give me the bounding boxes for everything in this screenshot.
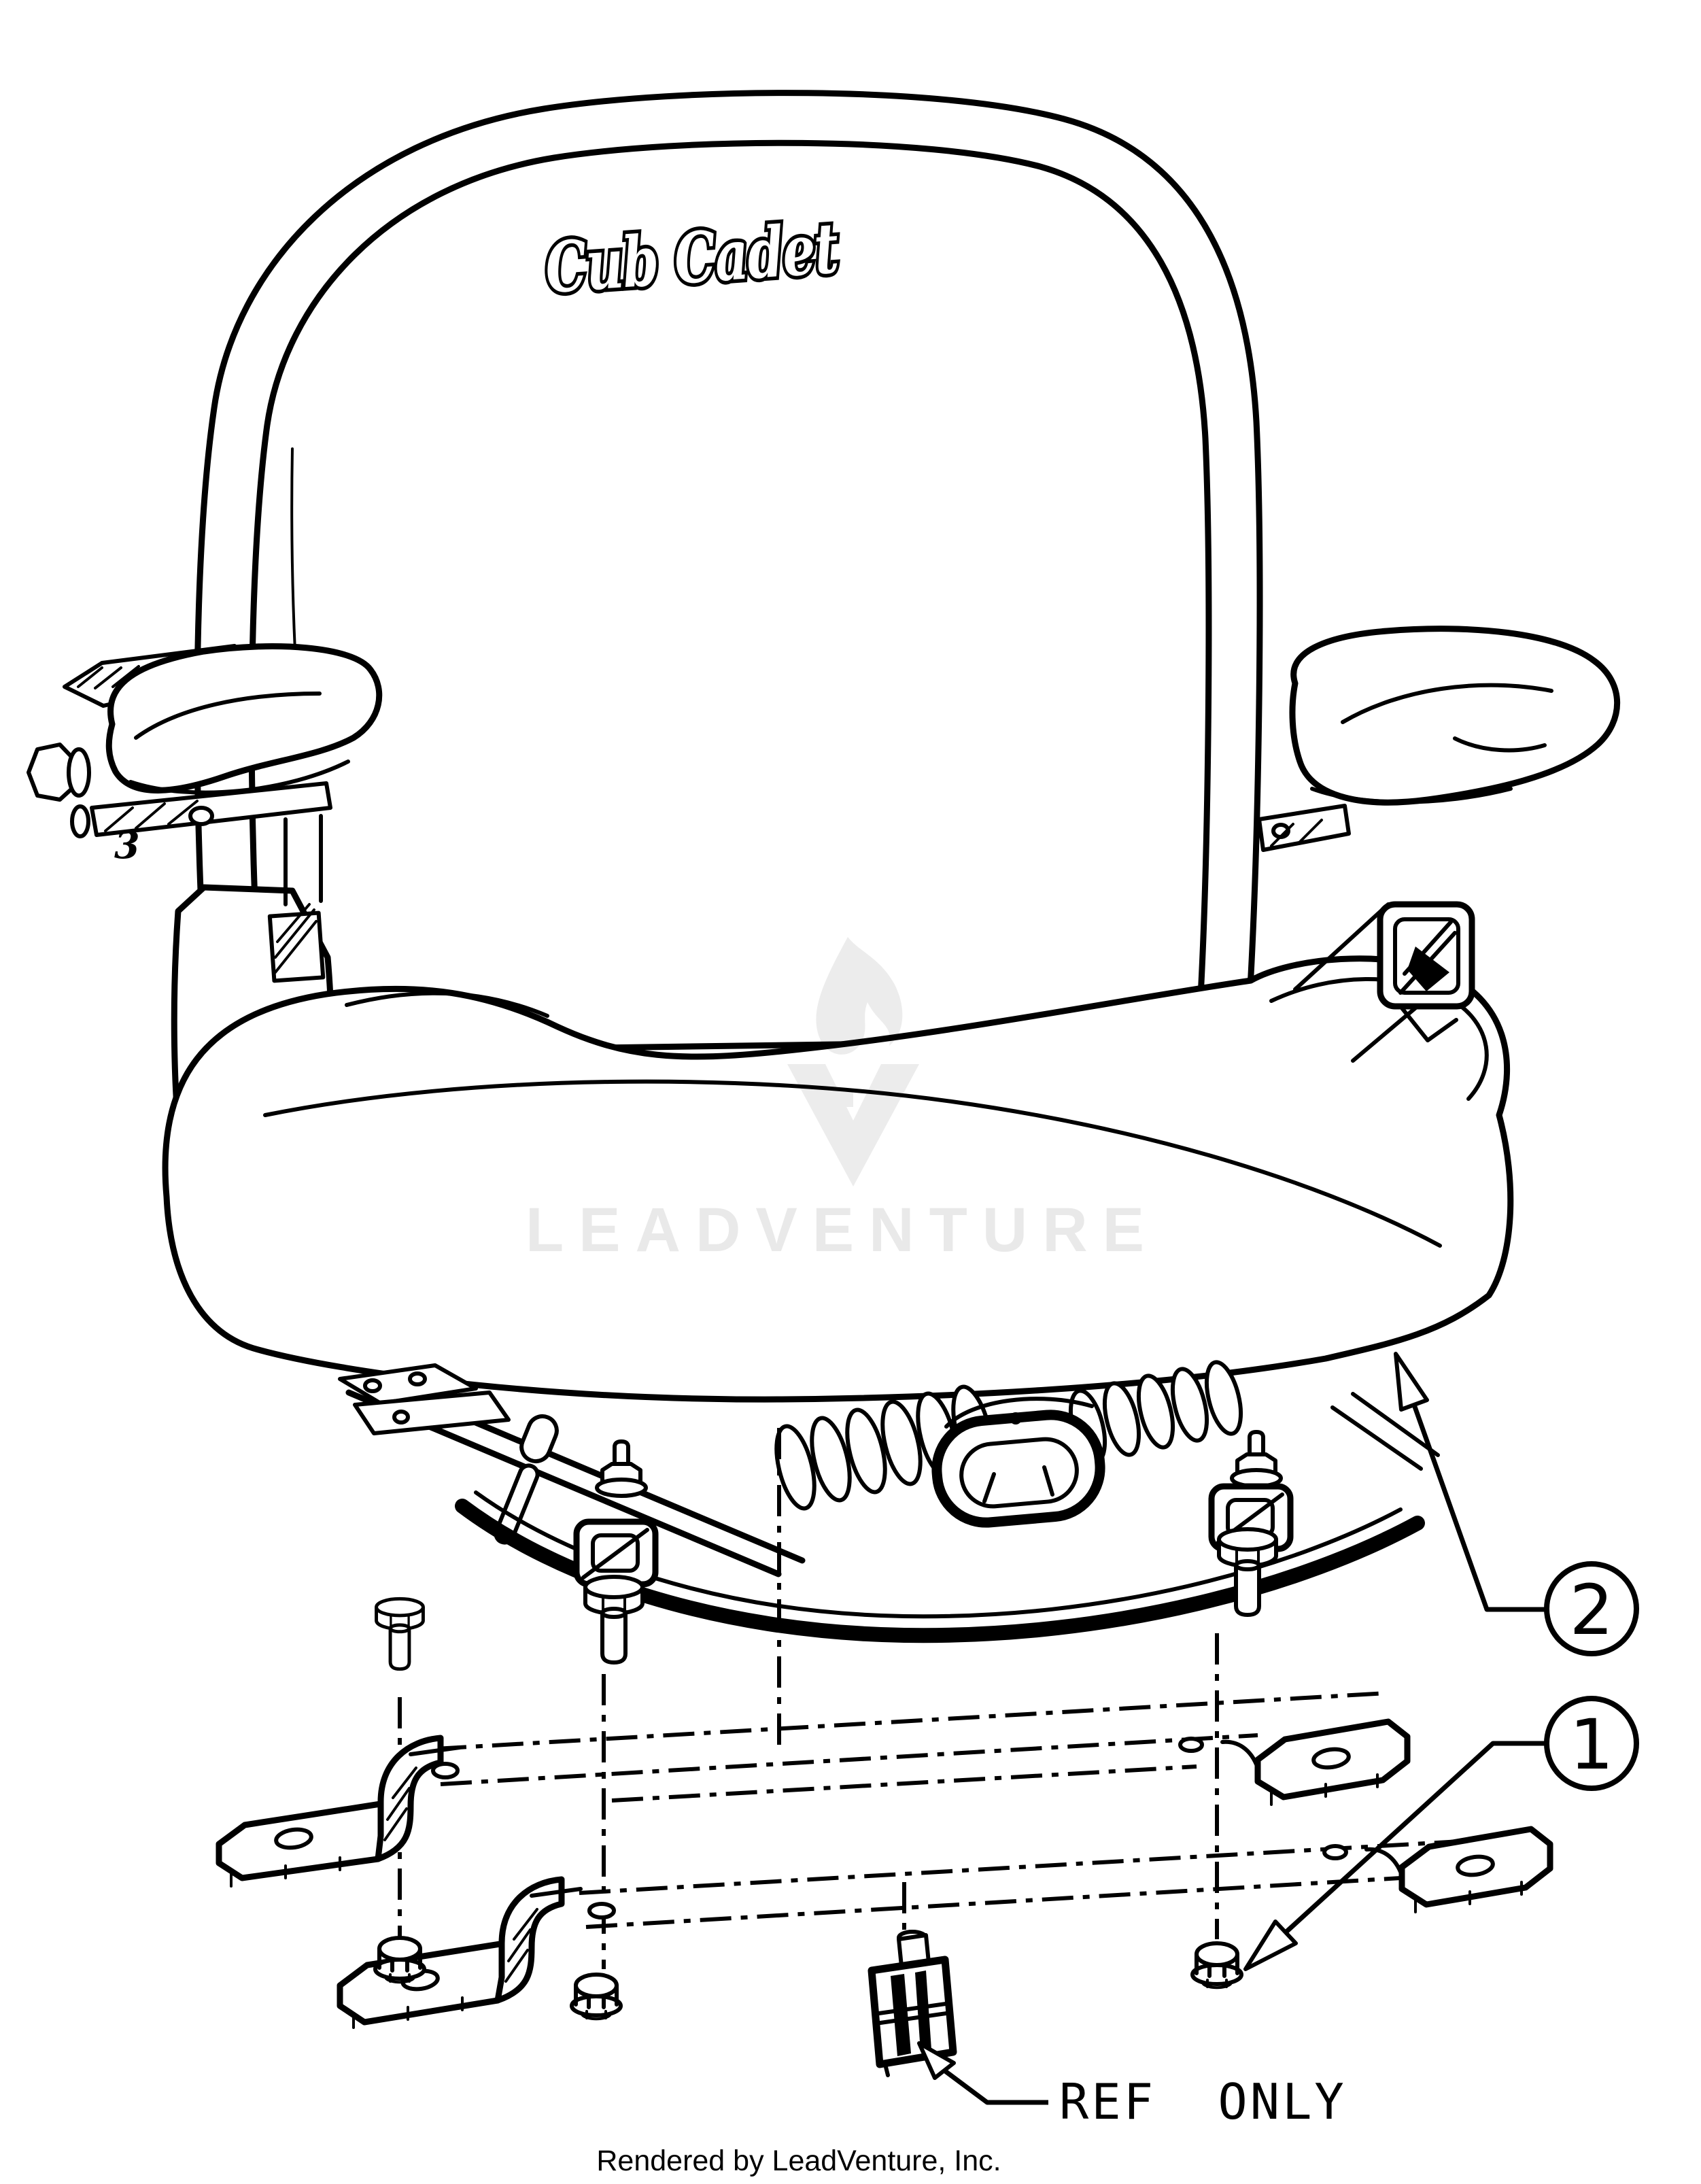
callout-2-number: 2 [1570,1570,1614,1651]
callout-2[interactable]: 2 [1394,1352,1639,1656]
armrest-cast-marking: 3 [114,823,140,867]
flange-nut-center [572,1975,621,2019]
watermark: LEADVENTURE [526,937,1159,1265]
mounting-bracket-rear [216,1691,1411,1888]
callout-1-number: 1 [1570,1705,1614,1786]
left-armrest-bolt [27,743,91,838]
front-bracket-left-flange [337,1940,527,2029]
rear-bracket-left-flange [216,1800,406,1888]
slider-tab-upper [267,903,326,983]
right-armrest [1257,626,1621,852]
right-rail [1330,1392,1440,1471]
callout-1[interactable]: 1 [1243,1696,1639,1971]
left-rail [338,1363,806,1577]
front-bracket-left-step [494,1876,565,2004]
callout-2-balloon[interactable] [1544,1561,1639,1656]
ref-only-callout: REF ONLY [917,2041,1347,2130]
seat-tilt-lever [494,1414,559,1545]
left-armrest: 3 [27,643,383,867]
callout-1-arrow [1243,1919,1298,1971]
carriage-bolt-right [1232,1432,1281,1486]
left-armrest-pad [105,643,383,794]
seat-switch [867,1930,957,2077]
leadventure-v-icon-inner [813,1089,853,1107]
right-armrest-mount-bracket [1257,804,1351,852]
rear-bracket-right-flange [1254,1718,1411,1806]
seat-latch-handle [931,1397,1105,1528]
footer-credit: Rendered by LeadVenture, Inc. [596,2145,1001,2177]
mount-stud-left [377,1599,424,1669]
mount-stud-center [585,1577,642,1662]
watermark-text: LEADVENTURE [526,1195,1159,1265]
carriage-bolt-center [597,1441,646,1496]
seat-cushion [162,955,1514,1403]
right-armrest-pad [1289,626,1621,806]
ref-only-label: REF ONLY [1059,2073,1347,2130]
flame-icon [816,937,903,1055]
rear-bracket-left-step [375,1735,444,1862]
ref-only-arrow [917,2041,956,2080]
callout-1-balloon[interactable] [1544,1696,1639,1791]
seat-latch-bracket [1293,901,1475,1063]
cushion-seam-line [263,1079,1442,1248]
suspension-base [338,1360,1440,1669]
front-bracket-right-flange [1398,1826,1553,1913]
brand-logo-text: Cub Cadet [543,207,841,309]
left-armrest-bracket [90,781,332,837]
callout-2-arrow [1394,1352,1429,1412]
seat-back [194,90,1263,1064]
flange-nut-right [1192,1943,1241,1987]
